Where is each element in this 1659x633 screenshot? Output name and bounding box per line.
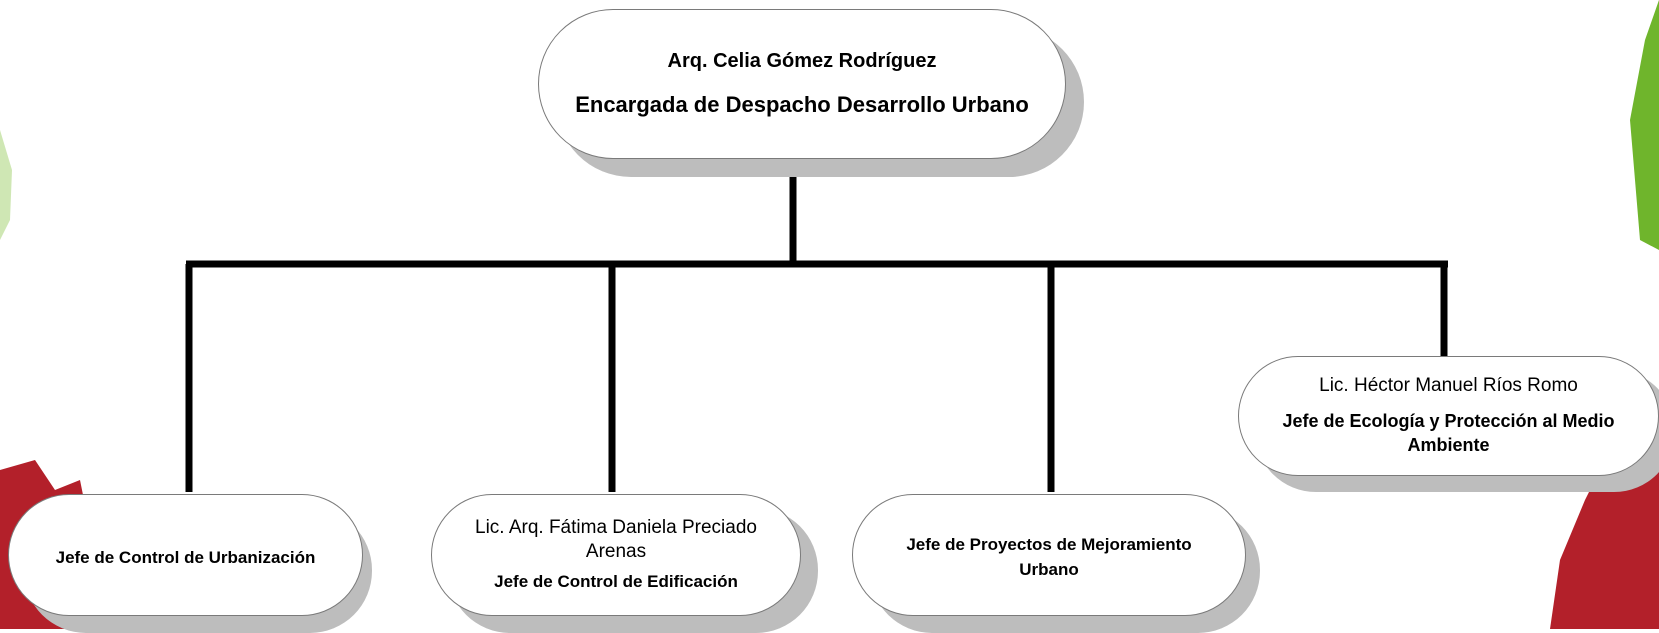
green-accent-left <box>0 130 12 240</box>
node-head-name: Arq. Celia Gómez Rodríguez <box>667 49 937 72</box>
node-head: Arq. Celia Gómez Rodríguez Encargada de … <box>538 9 1066 159</box>
node-ecologia-role: Jefe de Ecología y Protección al Medio A… <box>1282 411 1615 456</box>
node-urbanizacion: Jefe de Control de Urbanización <box>8 494 363 616</box>
green-accent-right <box>1630 0 1659 250</box>
node-edificacion-name: Lic. Arq. Fátima Daniela Preciado Arenas <box>475 516 757 563</box>
node-ecologia: Lic. Héctor Manuel Ríos Romo Jefe de Eco… <box>1238 356 1659 476</box>
node-edificacion-role: Jefe de Control de Edificación <box>494 571 738 591</box>
node-urbanizacion-role: Jefe de Control de Urbanización <box>55 548 316 568</box>
node-edificacion: Lic. Arq. Fátima Daniela Preciado Arenas… <box>431 494 801 616</box>
node-ecologia-name: Lic. Héctor Manuel Ríos Romo <box>1319 375 1578 397</box>
node-mejoramiento-role: Jefe de Proyectos de Mejoramiento Urbano <box>906 535 1192 579</box>
node-head-role: Encargada de Despacho Desarrollo Urbano <box>575 91 1029 117</box>
node-mejoramiento: Jefe de Proyectos de Mejoramiento Urbano <box>852 494 1246 616</box>
